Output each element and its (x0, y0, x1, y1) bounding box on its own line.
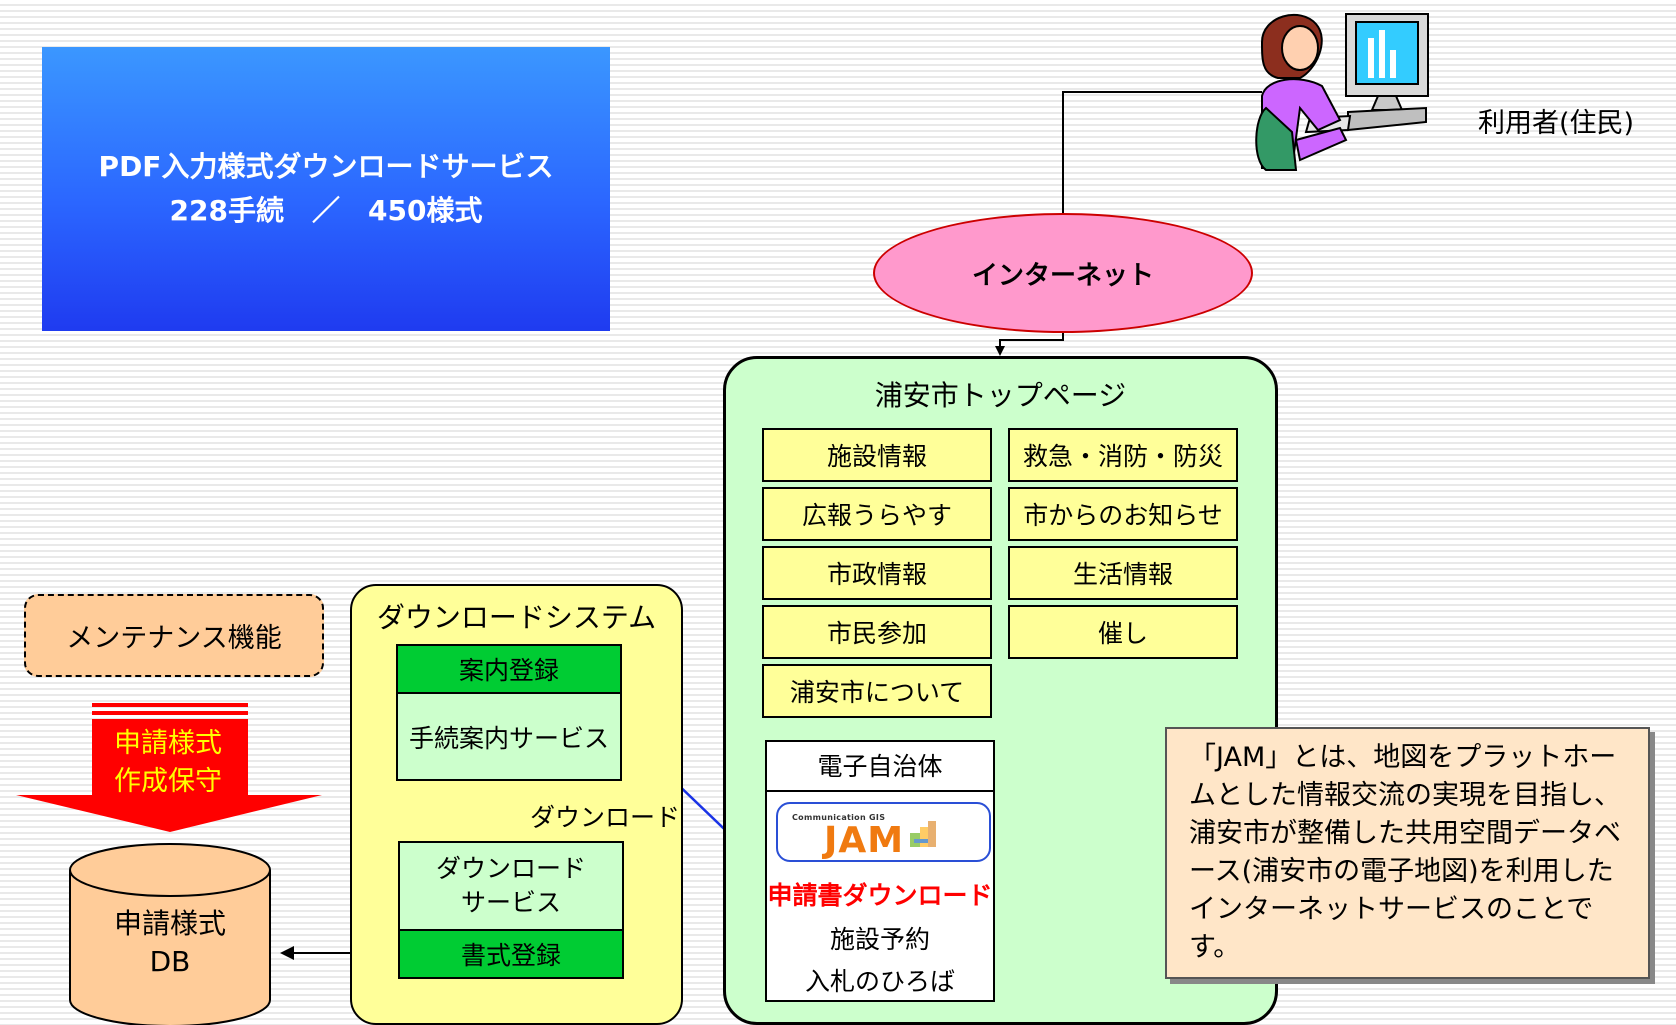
user-internet-connector (1062, 91, 1262, 213)
menu-item-living[interactable]: 生活情報 (1008, 546, 1238, 600)
egov-header: 電子自治体 (765, 740, 995, 792)
jam-logo-subtitle: Communication GIS (792, 813, 886, 822)
download-arrow-label: ダウンロード (530, 803, 681, 832)
menu-item-city-admin[interactable]: 市政情報 (762, 546, 992, 600)
maintenance-arrow-line1: 申請様式 (114, 728, 222, 759)
maintenance-arrow (16, 703, 322, 832)
service-counts: 228手続 ／ 450様式 (169, 194, 483, 227)
bidding-link[interactable]: 入札のひろば (804, 967, 955, 996)
application-download-link[interactable]: 申請書ダウンロード (767, 881, 993, 910)
download-service-box: ダウンロード サービス (398, 841, 624, 931)
portal-title: 浦安市トップページ (874, 379, 1127, 412)
download-service-line2: サービス (460, 888, 561, 917)
menu-item-facilities[interactable]: 施設情報 (762, 428, 992, 482)
database-line2: DB (149, 945, 191, 978)
menu-item-pr-urayasu[interactable]: 広報うらやす (762, 487, 992, 541)
menu-item-notices[interactable]: 市からのお知らせ (1008, 487, 1238, 541)
egov-panel (765, 740, 995, 1002)
service-title-banner: PDF入力様式ダウンロードサービス 228手続 ／ 450様式 (42, 47, 610, 331)
menu-item-events[interactable]: 催し (1008, 605, 1238, 659)
internet-portal-connector (995, 333, 1064, 356)
database-label: 申請様式 DB (72, 905, 268, 981)
jam-logo-text: JAM (824, 820, 905, 861)
menu-item-emergency[interactable]: 救急・消防・防災 (1008, 428, 1238, 482)
maintenance-arrow-line2: 作成保守 (114, 766, 222, 797)
maintenance-arrow-label: 申請様式 作成保守 (88, 725, 248, 801)
download-system-title: ダウンロードシステム (376, 601, 657, 634)
maintenance-box: メンテナンス機能 (24, 594, 324, 677)
database-cylinder (69, 843, 271, 1025)
jam-description-note: 「JAM」とは、地図をプラットホームとした情報交流の実現を目指し、浦安市が整備し… (1165, 727, 1650, 979)
jam-logo[interactable]: Communication GIS JAM (776, 802, 991, 862)
menu-item-about-urayasu[interactable]: 浦安市について (762, 664, 992, 718)
form-register-box: 書式登録 (398, 929, 624, 979)
facility-reservation-link[interactable]: 施設予約 (829, 925, 930, 954)
user-computer-icon (1255, 13, 1429, 171)
menu-item-participation[interactable]: 市民参加 (762, 605, 992, 659)
guide-service-box: 手続案内サービス (396, 692, 622, 781)
guide-register-header: 案内登録 (396, 644, 622, 694)
database-line1: 申請様式 (113, 907, 226, 940)
internet-label: インターネット (971, 260, 1154, 291)
service-title: PDF入力様式ダウンロードサービス (98, 150, 554, 183)
internet-node: インターネット (873, 213, 1253, 333)
map-icon (910, 821, 936, 847)
download-service-line1: ダウンロード (435, 854, 586, 883)
jam-description-text: 「JAM」とは、地図をプラットホームとした情報交流の実現を目指し、浦安市が整備し… (1189, 742, 1621, 963)
user-label: 利用者(住民) (1478, 108, 1635, 139)
